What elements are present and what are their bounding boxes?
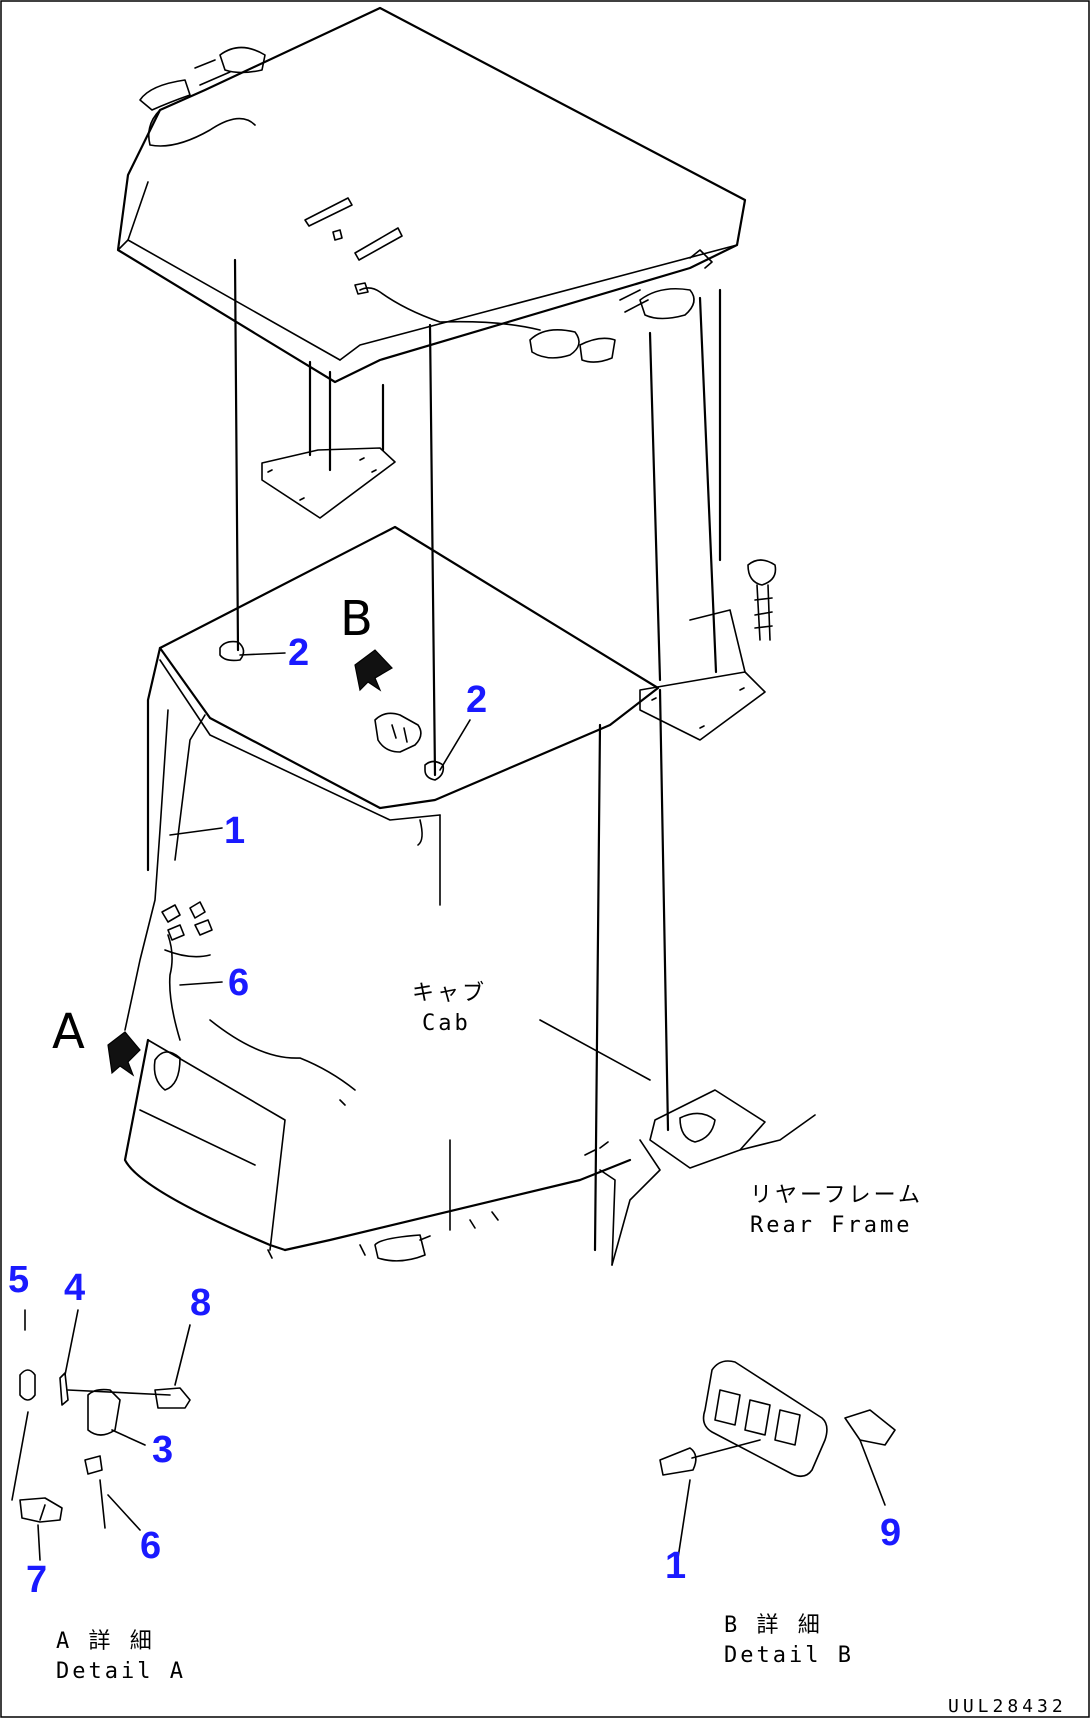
detail-b-label-jp: B 詳 細 [724,1613,823,1638]
callout-5: 5 [8,1259,29,1301]
callout-6-top: 6 [228,962,249,1004]
drawing-code: UUL28432 [948,1696,1067,1717]
callout-2-b: 2 [466,679,487,721]
detail-a-label-en: Detail A [56,1659,186,1684]
rear-frame-mount [584,1089,816,1266]
cab-label-jp: キャブ [412,981,487,1006]
callout-4: 4 [64,1267,85,1309]
rear-frame-label-jp: リヤーフレーム [750,1183,923,1208]
rops-posts [233,258,777,777]
callout-3: 3 [152,1429,173,1471]
callout-2-a: 2 [288,632,309,674]
canopy-roof [116,6,747,384]
callout-6-bottom: 6 [140,1525,161,1567]
cab-label-en: Cab [422,1011,471,1036]
callout-1-detail: 1 [665,1545,686,1587]
view-letter-a: A [52,1004,85,1060]
view-letter-b: B [340,591,373,647]
callout-7: 7 [26,1559,47,1601]
callout-1-top: 1 [224,810,245,852]
detail-a-label-jp: A 詳 細 [56,1629,155,1654]
wiring-harness-left [124,709,213,1091]
callout-8: 8 [190,1282,211,1324]
detail-b-drawing [659,1360,896,1559]
detail-b-label-en: Detail B [724,1643,854,1668]
rear-frame-label-en: Rear Frame [750,1213,912,1238]
detail-a-drawing [11,1309,191,1561]
callout-9: 9 [880,1512,901,1554]
cab-body [107,525,670,1262]
